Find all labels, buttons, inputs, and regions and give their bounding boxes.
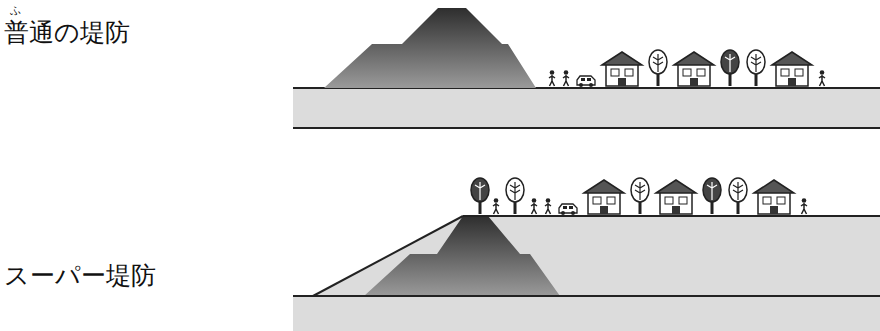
- furigana: ふ: [10, 5, 21, 16]
- house-icon: [674, 52, 714, 86]
- person-icon: [563, 70, 569, 86]
- tree-icon: [747, 50, 765, 86]
- car-icon: [559, 204, 577, 215]
- levee-label: スーパー堤防: [4, 263, 156, 288]
- car-icon: [577, 76, 595, 87]
- tree-icon: [506, 178, 524, 214]
- house-icon: [602, 52, 642, 86]
- treeD-icon: [703, 178, 721, 214]
- tree-icon: [729, 178, 747, 214]
- house-icon: [656, 180, 696, 214]
- levee-label: 普通の堤防: [4, 20, 130, 45]
- house-icon: [584, 180, 624, 214]
- house-icon: [772, 52, 812, 86]
- treeD-icon: [471, 178, 489, 214]
- tree-icon: [649, 50, 667, 86]
- house-icon: [754, 180, 794, 214]
- person-icon: [801, 198, 807, 214]
- treeD-icon: [721, 50, 739, 86]
- person-icon: [545, 198, 551, 214]
- tree-icon: [631, 178, 649, 214]
- person-icon: [493, 198, 499, 214]
- person-icon: [531, 198, 537, 214]
- person-icon: [819, 70, 825, 86]
- person-icon: [549, 70, 555, 86]
